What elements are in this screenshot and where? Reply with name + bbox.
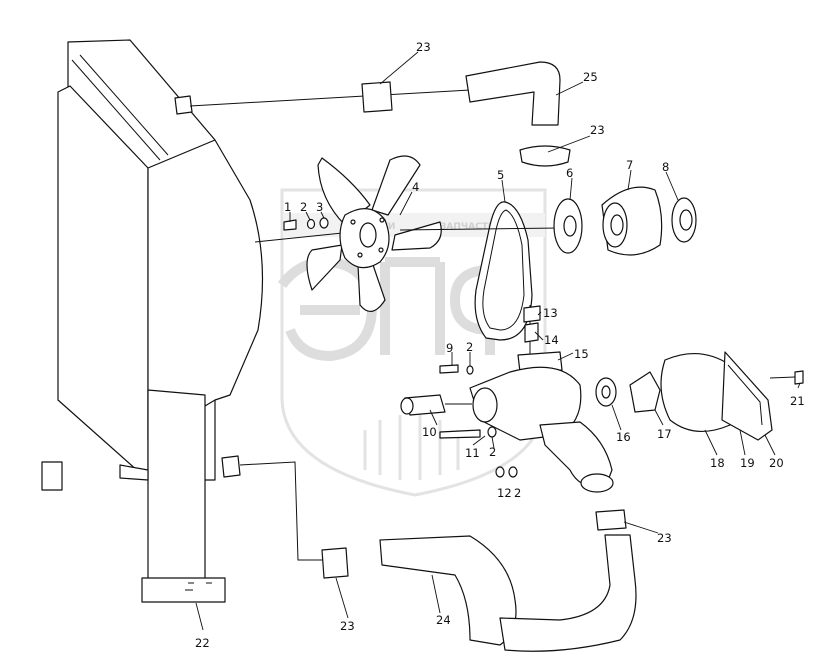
pulley-assembly xyxy=(399,186,697,256)
callout-20: 20 xyxy=(769,456,784,470)
callout-8: 8 xyxy=(662,160,669,174)
callout-7: 7 xyxy=(626,158,633,172)
callout-18: 18 xyxy=(710,456,725,470)
callout-22: 22 xyxy=(195,636,210,650)
radiator xyxy=(41,39,264,603)
callout-23-upper: 23 xyxy=(590,123,605,137)
cooling-fan xyxy=(254,155,442,312)
callout-2: 2 xyxy=(300,200,307,214)
callout-23-top: 23 xyxy=(416,40,431,54)
upper-hose xyxy=(189,61,571,167)
callout-12: 12 xyxy=(497,486,512,500)
callout-21: 21 xyxy=(790,394,805,408)
callout-9: 9 xyxy=(446,341,453,355)
callout-19: 19 xyxy=(740,456,755,470)
callout-5: 5 xyxy=(497,168,504,182)
callout-6: 6 xyxy=(566,166,573,180)
callout-14: 14 xyxy=(544,333,559,347)
callout-1: 1 xyxy=(284,200,291,214)
callout-25: 25 xyxy=(583,70,598,84)
callout-15: 15 xyxy=(574,347,589,361)
callout-2-nut12: 2 xyxy=(514,486,521,500)
callout-2-bolt11: 2 xyxy=(489,445,496,459)
callout-2-bolt9: 2 xyxy=(466,340,473,354)
callout-11: 11 xyxy=(465,446,480,460)
callout-24: 24 xyxy=(436,613,451,627)
callouts: 1 2 3 4 5 6 7 8 9 2 10 11 2 12 2 13 14 1… xyxy=(195,40,805,650)
callout-10: 10 xyxy=(422,425,437,439)
callout-4: 4 xyxy=(412,180,419,194)
leader-lines xyxy=(195,51,801,631)
drive-belt xyxy=(474,201,533,341)
lower-hose xyxy=(239,461,637,652)
callout-17: 17 xyxy=(657,427,672,441)
callout-23-lower: 23 xyxy=(657,531,672,545)
callout-23-bottom: 23 xyxy=(340,619,355,633)
callout-13: 13 xyxy=(543,306,558,320)
water-pump xyxy=(400,305,804,493)
callout-3: 3 xyxy=(316,200,323,214)
watermark-band-right: ЗАПЧАСТИ xyxy=(440,222,495,232)
callout-16: 16 xyxy=(616,430,631,444)
